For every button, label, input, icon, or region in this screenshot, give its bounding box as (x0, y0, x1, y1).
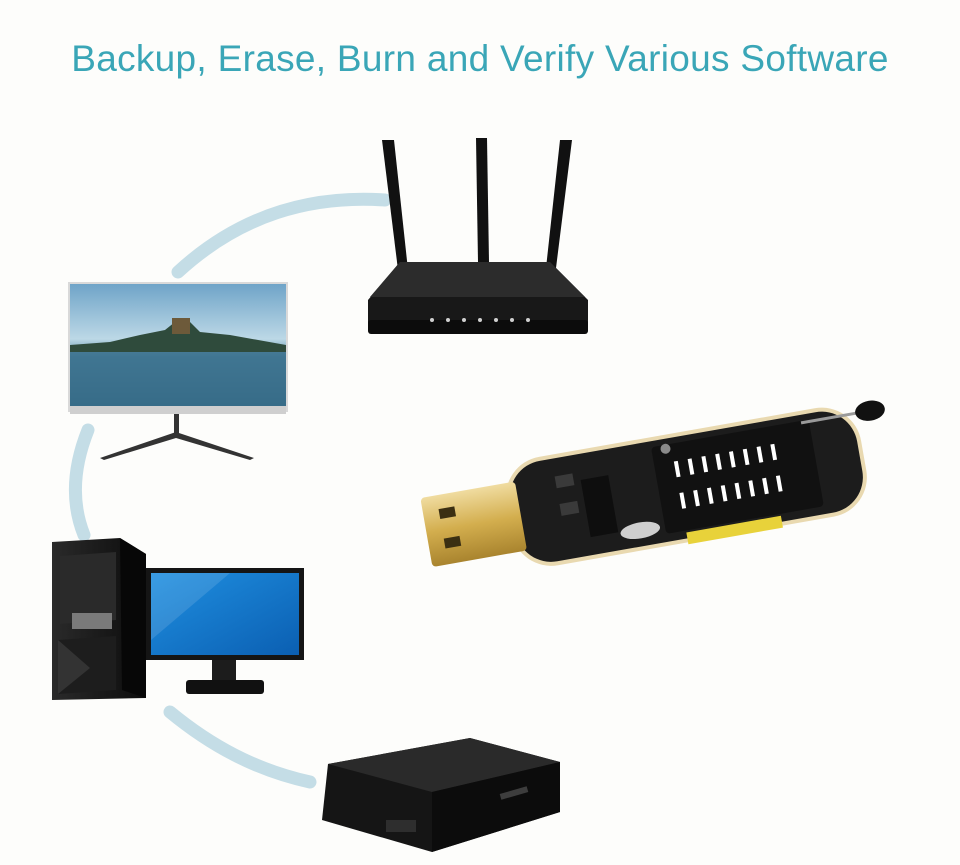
headline: Backup, Erase, Burn and Verify Various S… (71, 38, 889, 79)
desktop-computer-icon (52, 538, 304, 700)
monitor-icon (68, 282, 288, 460)
set-top-box-icon (322, 738, 560, 852)
wifi-router-icon (368, 138, 588, 334)
connector-arcs (68, 192, 392, 789)
usb-programmer-icon (420, 400, 885, 567)
